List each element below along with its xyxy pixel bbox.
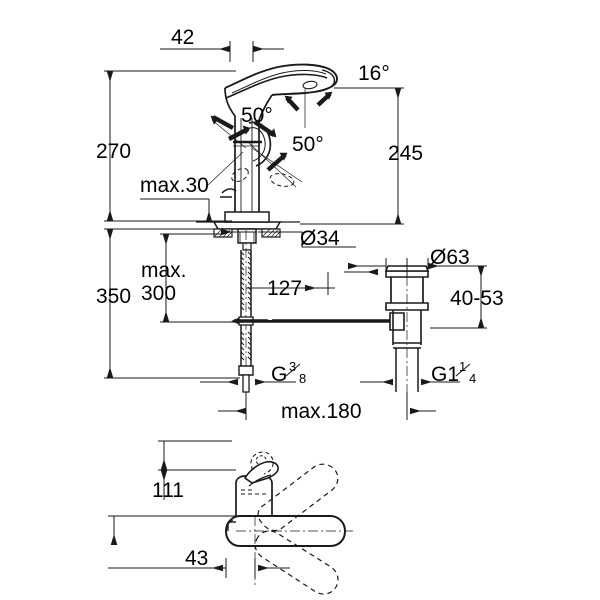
dimension-43	[108, 515, 290, 578]
label-dimension-111: 111	[152, 479, 184, 502]
label-thread-g38-denominator: 8	[299, 371, 306, 386]
label-angle-50-right: 50°	[292, 133, 324, 156]
label-dimension-max-line1: max.	[141, 259, 187, 282]
label-thread-g114-main: G1	[431, 363, 459, 386]
leader-diameter-34	[221, 228, 356, 248]
label-angle-50-left: 50°	[241, 104, 273, 127]
dimension-42	[160, 41, 284, 62]
label-thread-g38: G 3 8	[271, 359, 306, 386]
label-dimension-127: 127	[267, 277, 302, 300]
dimension-max-30	[140, 198, 213, 222]
label-dimension-43: 43	[185, 547, 208, 570]
label-dimension-max-180: max.180	[281, 400, 362, 423]
angle-arrows-50-left	[210, 115, 251, 141]
label-dimension-40-53: 40-53	[450, 287, 504, 310]
dimension-max-180	[218, 392, 436, 420]
label-thread-g114-numerator: 1	[459, 359, 466, 374]
label-dimension-245: 245	[388, 142, 423, 165]
label-diameter-63: Ø63	[430, 246, 470, 269]
faucet-plan-view	[224, 451, 353, 595]
label-dimension-350: 350	[96, 285, 131, 308]
dimension-40-53	[430, 265, 487, 329]
label-dimension-42: 42	[171, 26, 194, 49]
dimension-245	[300, 87, 404, 225]
label-thread-g114: G1 1 4	[431, 359, 476, 386]
label-dimension-max-30: max.30	[140, 174, 209, 197]
dimension-max-300	[160, 233, 237, 323]
label-thread-g114-denominator: 4	[469, 371, 476, 386]
faucet-body-elevation	[207, 63, 338, 212]
label-thread-g38-numerator: 3	[289, 359, 296, 374]
label-diameter-34: Ø34	[300, 227, 340, 250]
pop-up-lift-rod	[231, 312, 405, 331]
deck-mounting-assembly	[196, 211, 300, 251]
label-angle-16: 16°	[358, 62, 390, 85]
drain-waste-body	[384, 258, 430, 396]
dimension-127	[246, 258, 408, 295]
label-dimension-270: 270	[96, 140, 131, 163]
label-thread-g38-main: G	[271, 363, 287, 386]
dimension-350	[104, 228, 240, 379]
angle-arrows-50-right	[253, 120, 288, 172]
angle-arrows-16	[284, 88, 333, 128]
label-dimension-max-line2: 300	[141, 282, 176, 305]
supply-shank-assembly	[238, 230, 254, 393]
